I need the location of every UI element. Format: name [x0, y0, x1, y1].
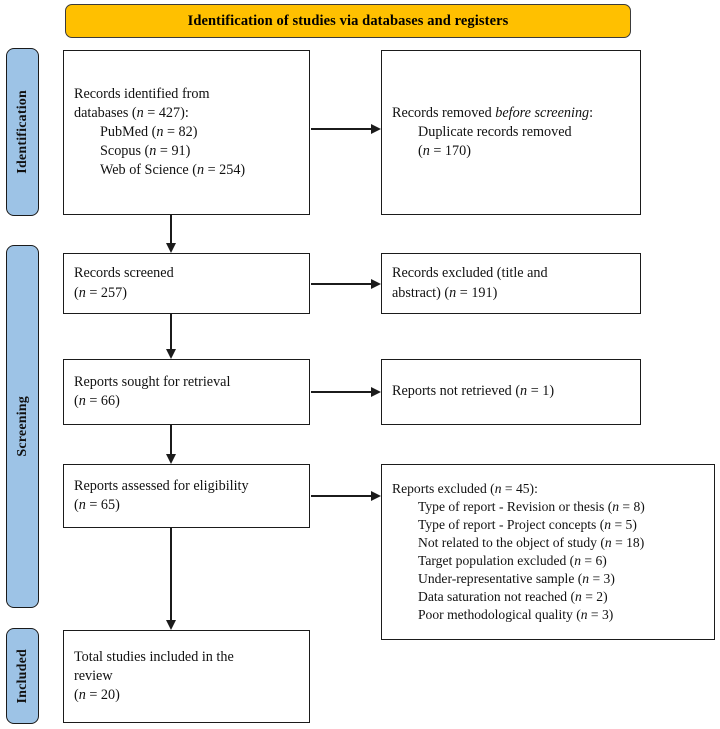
reports-excluded-reason-2: Type of report - Project concepts (n = 5… [418, 516, 637, 532]
reports-excluded-reason-6: Data saturation not reached (n = 2) [418, 589, 608, 605]
arrow-screened-to-excluded [311, 283, 372, 285]
arrow-screened-to-sought [170, 314, 172, 350]
reports-excluded-reason-4: Target population excluded (n = 6) [418, 553, 607, 568]
box-reports-assessed: Reports assessed for eligibility (n = 65… [63, 464, 310, 528]
records-removed-line3: (n = 170) [418, 143, 471, 160]
reports-assessed-line1: Reports assessed for eligibility [74, 477, 249, 494]
stage-label-screening: Screening [6, 245, 39, 608]
box-records-identified: Records identified from databases (n = 4… [63, 50, 310, 215]
box-total-included: Total studies included in the review (n … [63, 630, 310, 723]
total-included-line2: review [74, 667, 113, 684]
stage-label-screening-text: Screening [14, 396, 30, 457]
box-reports-excluded-reasons: Reports excluded (n = 45): Type of repor… [381, 464, 715, 640]
reports-excluded-reason-3: Not related to the object of study (n = … [418, 534, 645, 550]
box-reports-not-retrieved: Reports not retrieved (n = 1) [381, 359, 641, 425]
arrow-assessed-to-excluded-reasons [311, 495, 372, 497]
diagram-title-banner: Identification of studies via databases … [65, 4, 631, 38]
records-removed-line2: Duplicate records removed [418, 123, 572, 140]
diagram-title: Identification of studies via databases … [187, 12, 509, 29]
reports-not-retrieved-line1: Reports not retrieved (n = 1) [392, 383, 555, 400]
arrow-identified-to-removed [311, 128, 372, 130]
records-identified-scopus: Scopus (n = 91) [100, 143, 191, 160]
arrow-identified-to-screened [170, 215, 172, 244]
arrow-sought-to-assessed [170, 425, 172, 455]
reports-excluded-reason-7: Poor methodological quality (n = 3) [418, 607, 614, 623]
records-identified-wos: Web of Science (n = 254) [100, 162, 246, 179]
records-removed-line1: Records removed before screening: [392, 104, 594, 121]
total-included-line1: Total studies included in the [74, 648, 234, 665]
records-screened-line2: (n = 257) [74, 284, 127, 301]
arrow-assessed-to-included [170, 528, 172, 621]
reports-excluded-reason-1: Type of report - Revision or thesis (n =… [418, 498, 645, 514]
records-identified-pubmed: PubMed (n = 82) [100, 123, 198, 140]
box-records-removed: Records removed before screening: Duplic… [381, 50, 641, 215]
records-identified-line1: Records identified from [74, 85, 210, 102]
reports-sought-line2: (n = 66) [74, 393, 120, 409]
reports-sought-line1: Reports sought for retrieval [74, 373, 231, 390]
reports-assessed-line2: (n = 65) [74, 497, 120, 513]
box-reports-sought: Reports sought for retrieval (n = 66) [63, 359, 310, 425]
box-records-excluded-title-abstract: Records excluded (title and abstract) (n… [381, 253, 641, 314]
stage-label-identification: Identification [6, 48, 39, 216]
records-screened-line1: Records screened [74, 265, 174, 282]
arrow-sought-to-not-retrieved [311, 391, 372, 393]
box-records-screened: Records screened (n = 257) [63, 253, 310, 314]
records-excluded-ta-line2: abstract) (n = 191) [392, 284, 498, 301]
records-identified-line2: databases (n = 427): [74, 104, 189, 121]
total-included-line3: (n = 20) [74, 687, 120, 704]
stage-label-included: Included [6, 628, 39, 724]
stage-label-included-text: Included [14, 648, 30, 704]
records-excluded-ta-line1: Records excluded (title and [392, 265, 548, 282]
stage-label-identification-text: Identification [14, 90, 30, 174]
reports-excluded-heading: Reports excluded (n = 45): [392, 480, 538, 496]
reports-excluded-reason-5: Under-representative sample (n = 3) [418, 571, 615, 587]
